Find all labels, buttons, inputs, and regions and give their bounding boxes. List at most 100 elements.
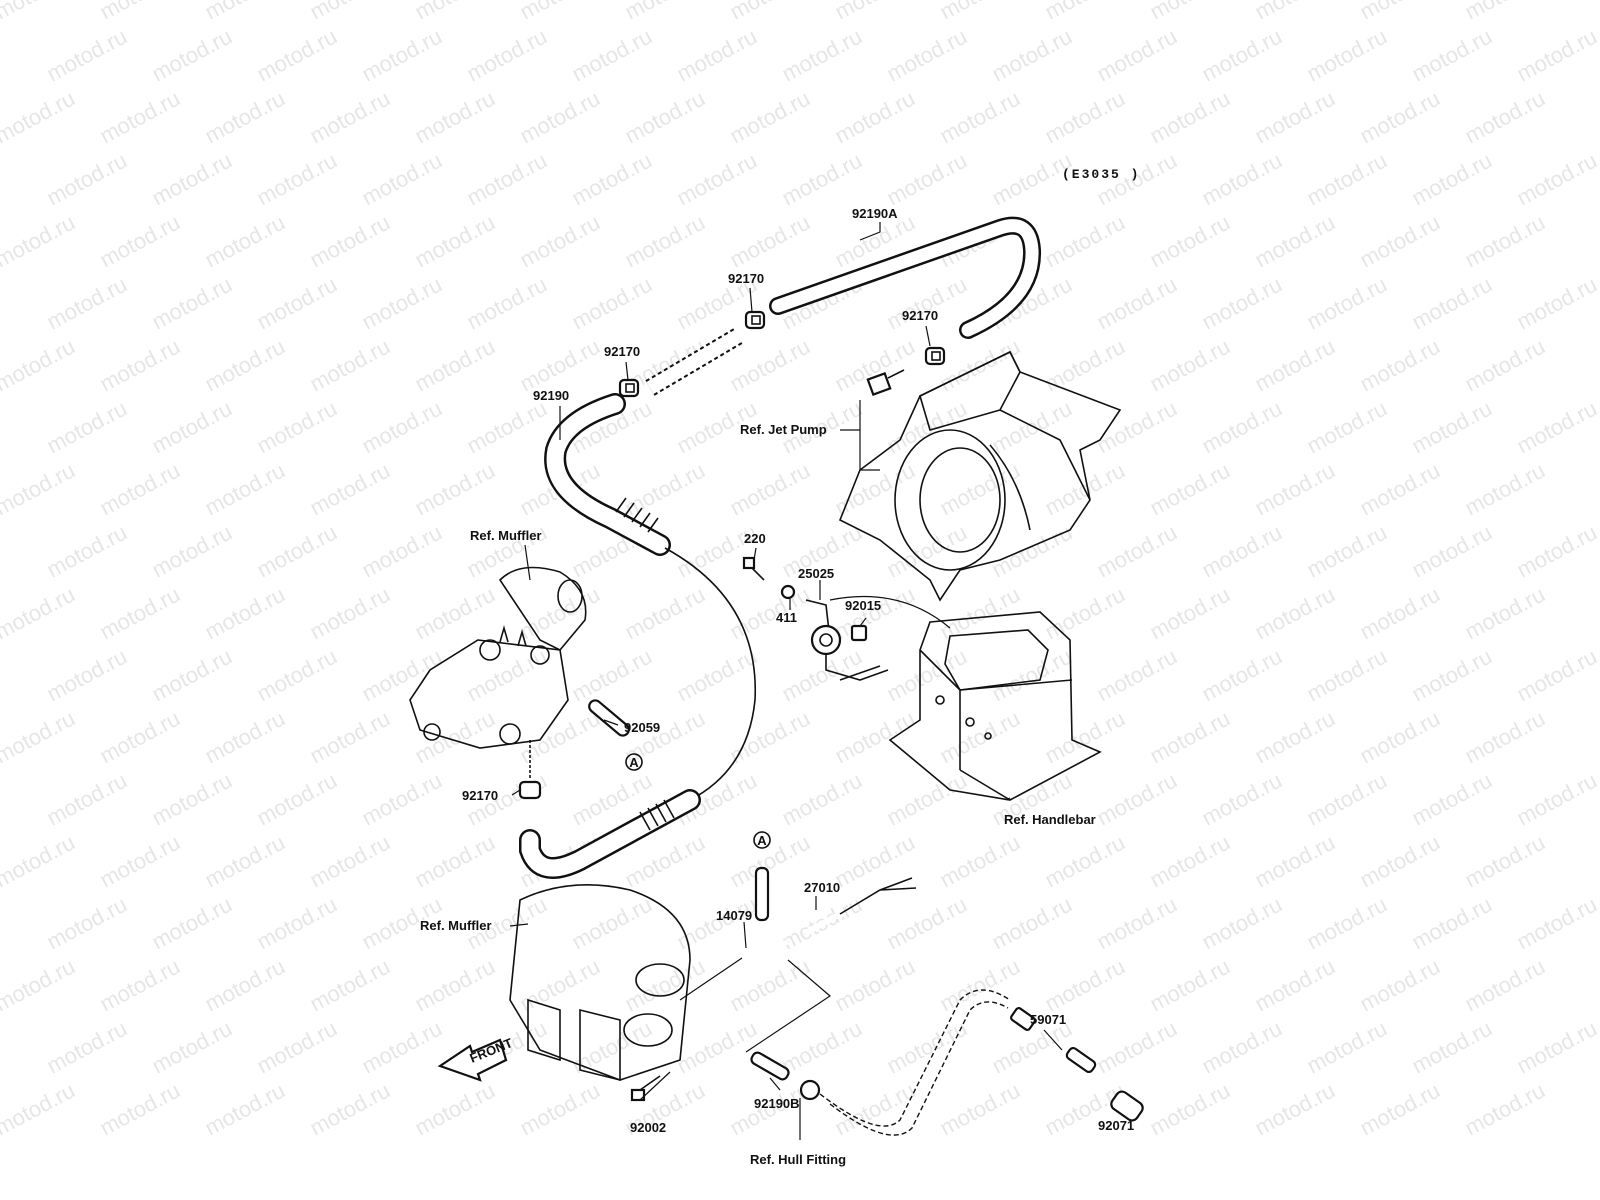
watermark-text: motod.ru: [1356, 86, 1444, 149]
watermark-text: motod.ru: [1251, 86, 1339, 149]
watermark-text: motod.ru: [673, 148, 761, 211]
watermark-text: motod.ru: [253, 272, 341, 335]
watermark-text: motod.ru: [201, 86, 289, 149]
watermark-text: motod.ru: [778, 24, 866, 87]
watermark-text: motod.ru: [411, 706, 499, 769]
watermark-text: motod.ru: [1251, 0, 1339, 24]
watermark-text: motod.ru: [1303, 24, 1391, 87]
watermark-text: motod.ru: [936, 582, 1024, 645]
watermark-text: motod.ru: [621, 954, 709, 1017]
watermark-text: motod.ru: [96, 706, 184, 769]
watermark-text: motod.ru: [516, 582, 604, 645]
watermark-text: motod.ru: [1513, 768, 1600, 831]
watermark-text: motod.ru: [1408, 520, 1496, 583]
sensor-25025: [805, 599, 889, 681]
watermark-text: motod.ru: [96, 830, 184, 893]
watermark-text: motod.ru: [0, 0, 79, 24]
watermark-text: motod.ru: [201, 0, 289, 24]
watermark-text: motod.ru: [1041, 954, 1129, 1017]
tube-92190B: [750, 1051, 790, 1081]
watermark-text: motod.ru: [1303, 1016, 1391, 1079]
watermark-text: motod.ru: [201, 1078, 289, 1141]
watermark-text: motod.ru: [1251, 334, 1339, 397]
watermark-text: motod.ru: [253, 644, 341, 707]
watermark-text: motod.ru: [306, 458, 394, 521]
watermark-text: motod.ru: [0, 86, 79, 149]
watermark-text: motod.ru: [1461, 86, 1549, 149]
watermark-text: motod.ru: [358, 520, 446, 583]
watermark-text: motod.ru: [1303, 396, 1391, 459]
watermark-text: motod.ru: [96, 1078, 184, 1141]
marker-a-top: A: [625, 753, 643, 771]
watermark-text: motod.ru: [516, 1078, 604, 1141]
watermark-text: motod.ru: [463, 24, 551, 87]
watermark-text: motod.ru: [306, 334, 394, 397]
watermark-text: motod.ru: [1356, 1078, 1444, 1141]
watermark-text: motod.ru: [1303, 892, 1391, 955]
watermark-text: motod.ru: [1041, 210, 1129, 273]
hose-92190: [544, 393, 671, 556]
watermark-text: motod.ru: [306, 0, 394, 24]
svg-text:A: A: [757, 833, 767, 848]
watermark-text: motod.ru: [96, 210, 184, 273]
watermark-text: motod.ru: [1513, 148, 1600, 211]
hose-dashed-segment: [645, 328, 743, 396]
watermark-text: motod.ru: [1461, 1078, 1549, 1141]
watermark-text: motod.ru: [516, 954, 604, 1017]
watermark-text: motod.ru: [1408, 644, 1496, 707]
label-92002: 92002: [630, 1120, 666, 1135]
watermark-text: motod.ru: [1041, 334, 1129, 397]
watermark-text: motod.ru: [358, 1016, 446, 1079]
watermark-text: motod.ru: [621, 0, 709, 24]
watermark-text: motod.ru: [1461, 210, 1549, 273]
watermark-text: motod.ru: [831, 86, 919, 149]
watermark-text: motod.ru: [358, 644, 446, 707]
watermark-text: motod.ru: [516, 210, 604, 273]
watermark-text: motod.ru: [1356, 830, 1444, 893]
watermark-text: motod.ru: [411, 1078, 499, 1141]
watermark-text: motod.ru: [778, 768, 866, 831]
watermark-text: motod.ru: [148, 148, 236, 211]
watermark-text: motod.ru: [148, 24, 236, 87]
clamp-92170-top: [744, 310, 766, 330]
label-92170-top: 92170: [728, 271, 764, 286]
watermark-text: motod.ru: [831, 830, 919, 893]
watermark-text: motod.ru: [148, 1016, 236, 1079]
watermark-text: motod.ru: [1408, 272, 1496, 335]
label-59071: 59071: [1030, 1012, 1066, 1027]
watermark-text: motod.ru: [673, 644, 761, 707]
watermark-text: motod.ru: [1408, 768, 1496, 831]
watermark-text: motod.ru: [1093, 24, 1181, 87]
watermark-text: motod.ru: [568, 272, 656, 335]
watermark-text: motod.ru: [1198, 272, 1286, 335]
watermark-text: motod.ru: [96, 582, 184, 645]
watermark-text: motod.ru: [1041, 706, 1129, 769]
sensor-27010: [802, 877, 917, 937]
watermark-text: motod.ru: [463, 644, 551, 707]
watermark-text: motod.ru: [1356, 954, 1444, 1017]
watermark-text: motod.ru: [1356, 458, 1444, 521]
watermark-text: motod.ru: [358, 148, 446, 211]
watermark-text: motod.ru: [0, 830, 79, 893]
front-arrow: FRONT: [437, 1035, 515, 1082]
watermark-text: motod.ru: [1513, 396, 1600, 459]
label-92190A: 92190A: [852, 206, 898, 221]
watermark-text: motod.ru: [936, 0, 1024, 24]
watermark-text: motod.ru: [1461, 582, 1549, 645]
watermark-text: motod.ru: [621, 458, 709, 521]
part-92059-tube: [588, 699, 630, 737]
muffler-upper: [409, 566, 587, 749]
watermark-text: motod.ru: [43, 272, 131, 335]
watermark-text: motod.ru: [1146, 1078, 1234, 1141]
watermark-text: motod.ru: [516, 706, 604, 769]
watermark-text: motod.ru: [936, 458, 1024, 521]
watermark-text: motod.ru: [1093, 768, 1181, 831]
watermark-text: motod.ru: [1461, 0, 1549, 24]
watermark-text: motod.ru: [516, 86, 604, 149]
watermark-text: motod.ru: [43, 768, 131, 831]
watermark-text: motod.ru: [778, 1016, 866, 1079]
watermark-text: motod.ru: [201, 706, 289, 769]
watermark-text: motod.ru: [1146, 458, 1234, 521]
watermark-text: motod.ru: [1093, 892, 1181, 955]
watermark-text: motod.ru: [358, 396, 446, 459]
